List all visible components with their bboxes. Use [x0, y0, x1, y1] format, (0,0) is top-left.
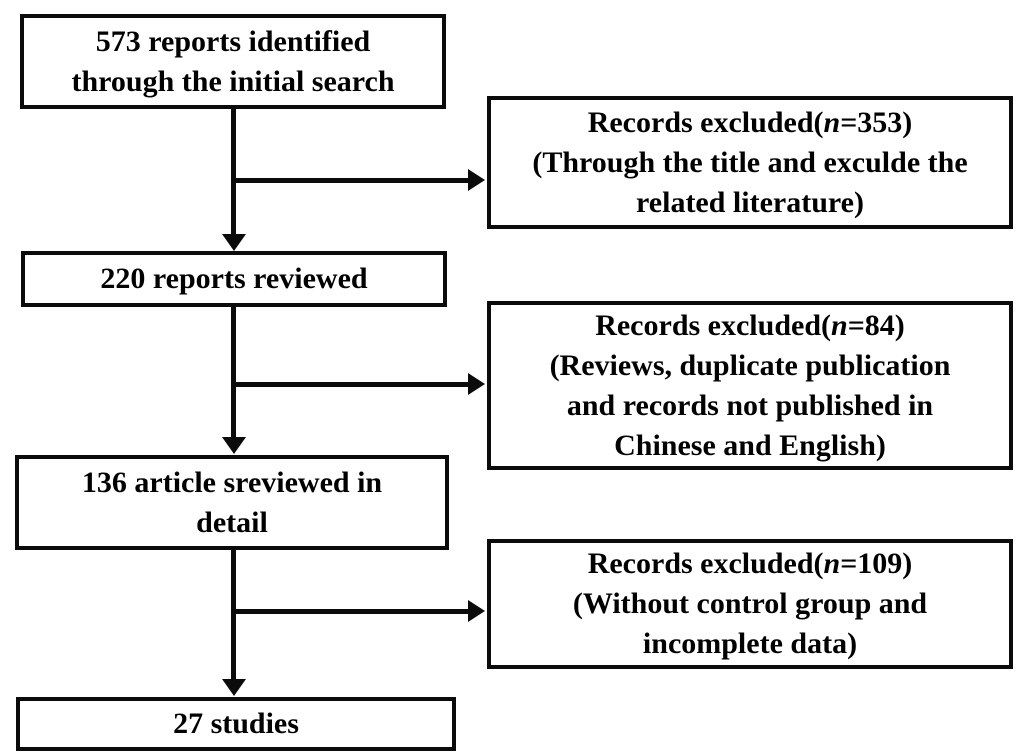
- flow-box-reviewed-line-1: 220 reports reviewed: [100, 262, 368, 295]
- exclusion-box-2-count: =84): [847, 308, 905, 342]
- exclusion-box-1-n-symbol: n: [823, 105, 841, 139]
- flow-box-included: 27 studies: [16, 697, 456, 751]
- right-connector-3: [233, 609, 468, 614]
- right-arrowhead-2-icon: [468, 373, 485, 395]
- flow-box-reviewed: 220 reports reviewed: [21, 251, 447, 307]
- flow-box-reviewed-in-detail-line-1: 136 article sreviewed in: [81, 465, 383, 499]
- down-arrowhead-1-icon: [222, 234, 246, 251]
- down-arrowhead-2-icon: [222, 437, 246, 454]
- exclusion-box-3-n-symbol: n: [823, 547, 841, 580]
- flow-box-reviewed-in-detail: 136 article sreviewed in detail: [15, 455, 449, 550]
- right-connector-1: [233, 178, 468, 183]
- flow-box-identified-line-1: 573 reports identified: [95, 24, 371, 58]
- exclusion-box-3-prefix: Records excluded(: [587, 547, 824, 580]
- exclusion-box-3-line-2: (Without control group and: [572, 587, 928, 620]
- down-connector-2: [231, 306, 236, 437]
- exclusion-box-3-count: =109): [840, 547, 913, 580]
- flow-box-identified: 573 reports identified through the initi…: [20, 14, 446, 109]
- down-arrowhead-3-icon: [222, 679, 246, 696]
- exclusion-box-3: Records excluded(n=109) (Without control…: [487, 539, 1013, 669]
- exclusion-box-1-line-1: Records excluded(n=353): [588, 103, 913, 143]
- right-arrowhead-1-icon: [468, 169, 485, 191]
- flow-box-identified-line-2: through the initial search: [71, 64, 395, 98]
- exclusion-box-3-line-3: incomplete data): [642, 627, 858, 660]
- exclusion-box-2-line-2: (Reviews, duplicate publication: [549, 348, 951, 382]
- down-connector-3: [231, 549, 236, 679]
- exclusion-box-2-n-symbol: n: [831, 308, 848, 342]
- exclusion-box-2-line-3: and records not published in: [566, 388, 934, 422]
- exclusion-box-2-line-4: Chinese and English): [614, 428, 886, 462]
- down-connector-1: [231, 108, 236, 236]
- exclusion-box-2-line-1: Records excluded(n=84): [595, 306, 905, 346]
- flow-box-included-line-1: 27 studies: [173, 707, 299, 740]
- right-arrowhead-3-icon: [468, 600, 485, 622]
- flow-box-reviewed-in-detail-line-2: detail: [196, 505, 268, 539]
- right-connector-2: [233, 382, 468, 387]
- exclusion-box-2-prefix: Records excluded(: [595, 308, 831, 342]
- exclusion-box-1-count: =353): [840, 105, 913, 139]
- exclusion-box-1-prefix: Records excluded(: [587, 105, 824, 139]
- exclusion-box-1-line-3: related literature): [636, 185, 864, 219]
- exclusion-box-2: Records excluded(n=84) (Reviews, duplica…: [487, 301, 1013, 470]
- exclusion-box-1: Records excluded(n=353) (Through the tit…: [487, 96, 1013, 229]
- exclusion-box-3-line-1: Records excluded(n=109): [588, 544, 913, 584]
- exclusion-box-1-line-2: (Through the title and exculde the: [532, 145, 968, 179]
